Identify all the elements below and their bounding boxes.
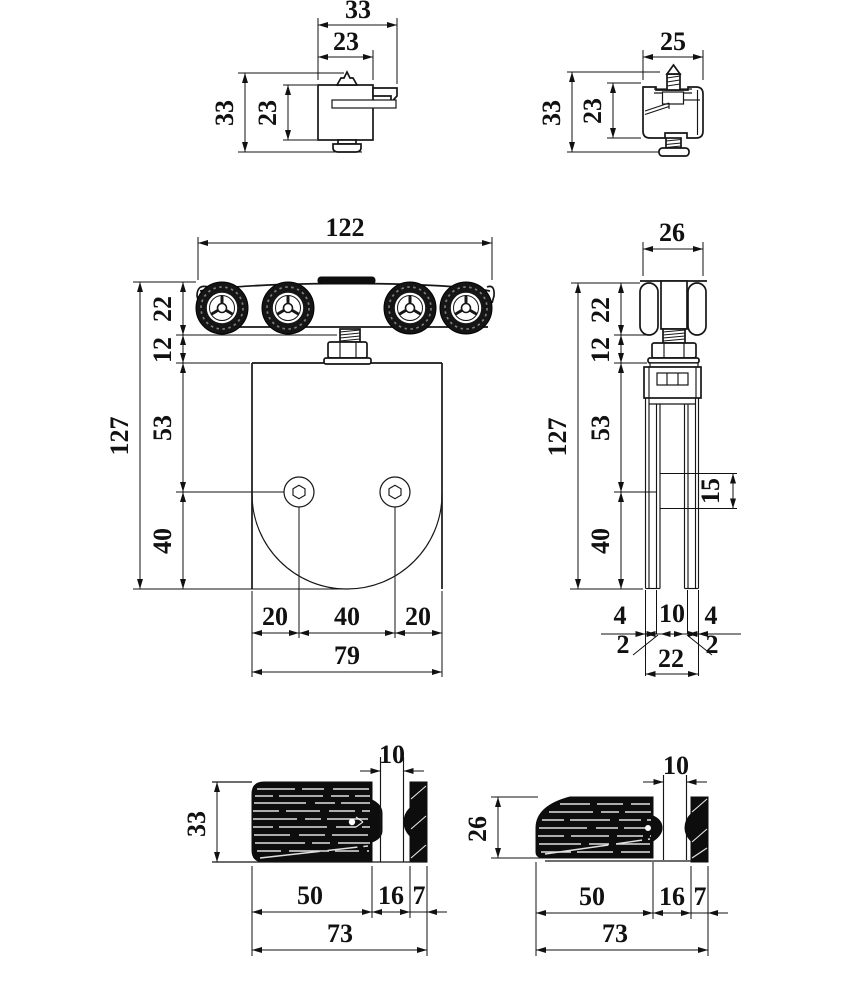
view-roller-front: 122 127 22 12 53 40 20 40 20 79 xyxy=(105,213,495,677)
dim-label: 33 xyxy=(210,100,239,126)
dim-label: 26 xyxy=(659,218,685,247)
stem-housing xyxy=(660,280,688,330)
mount-hole xyxy=(283,476,315,508)
dim-label: 50 xyxy=(579,882,605,911)
wheel-profile xyxy=(687,282,707,336)
dim-label: 33 xyxy=(345,0,371,24)
roller-front-part xyxy=(195,276,495,590)
dim-label: 22 xyxy=(586,297,615,323)
dim-label: 25 xyxy=(660,27,686,56)
dim-label: 127 xyxy=(105,417,134,456)
top-tab xyxy=(335,70,359,86)
dim-label: 127 xyxy=(543,418,572,457)
dim-label: 53 xyxy=(148,415,177,441)
dim-label: 79 xyxy=(334,641,360,670)
foot xyxy=(332,143,362,153)
dim-label: 23 xyxy=(578,98,607,124)
dim-label: 40 xyxy=(334,602,360,631)
dim-label: 33 xyxy=(537,100,566,126)
dim-label: 16 xyxy=(659,882,685,911)
dim-label: 7 xyxy=(413,881,426,910)
dim-label: 10 xyxy=(379,740,405,769)
dim-label: 2 xyxy=(617,630,630,659)
view-guide-front: 10 33 50 16 7 73 xyxy=(182,740,447,956)
view-guide-side: 10 26 50 16 7 73 xyxy=(463,751,728,956)
boss-screw-mark xyxy=(645,825,651,831)
dim-label: 10 xyxy=(659,599,685,628)
dim-label: 122 xyxy=(326,213,365,242)
nut-flange xyxy=(323,357,372,365)
guide-strip xyxy=(690,796,709,863)
dim-label: 40 xyxy=(148,528,177,554)
roller-wheel xyxy=(439,281,493,335)
adjust-nut xyxy=(661,91,685,105)
guide-boss xyxy=(652,815,663,842)
mount-hole xyxy=(379,476,411,508)
dim-label: 40 xyxy=(586,528,615,554)
dim-label: 20 xyxy=(262,602,288,631)
guide-boss xyxy=(371,799,383,843)
anti-jump-cap xyxy=(317,276,376,285)
dim-label: 4 xyxy=(705,601,718,630)
side-slot xyxy=(331,99,397,109)
roller-wheel xyxy=(195,281,249,335)
dim-label: 53 xyxy=(586,415,615,441)
bottom-screw-head xyxy=(658,147,690,157)
screw-tip xyxy=(665,63,682,75)
view-roller-side: 26 127 22 12 53 40 15 4 10 4 2 2 22 xyxy=(543,218,741,677)
roller-wheel xyxy=(261,281,315,335)
dim-label: 26 xyxy=(463,816,492,842)
view-hanger-end-right: 25 33 23 xyxy=(537,27,704,157)
roller-side-part xyxy=(639,280,707,590)
dim-label: 22 xyxy=(658,644,684,673)
clamp-bolt-head xyxy=(656,372,689,386)
dim-label: 22 xyxy=(148,296,177,322)
dim-label: 16 xyxy=(378,881,404,910)
roller-wheel xyxy=(383,281,437,335)
dim-label: 33 xyxy=(182,811,211,837)
dim-label: 23 xyxy=(253,100,282,126)
dim-label: 10 xyxy=(663,751,689,780)
dim-label: 2 xyxy=(706,630,719,659)
boss-screw-mark xyxy=(348,818,356,826)
dim-label: 23 xyxy=(333,27,359,56)
plate-arc xyxy=(251,493,443,590)
dim-label: 7 xyxy=(694,882,707,911)
hanger-end-right-part xyxy=(642,63,704,157)
strip-boss xyxy=(403,806,411,838)
strip-boss xyxy=(684,812,692,843)
dim-label: 4 xyxy=(614,601,627,630)
dim-label: 20 xyxy=(405,602,431,631)
guide-side-part xyxy=(535,775,709,863)
view-hanger-end-left: 33 23 33 23 xyxy=(210,0,398,153)
hanger-end-left-part xyxy=(317,70,398,153)
guide-front-part xyxy=(212,757,428,863)
roller-front-extensions xyxy=(133,237,493,677)
wheel-profile xyxy=(639,282,659,336)
hex-nut xyxy=(327,341,368,359)
dim-label: 15 xyxy=(696,478,725,504)
hex-nut xyxy=(651,342,697,359)
nut-flange xyxy=(647,357,700,364)
dim-label: 73 xyxy=(602,919,628,948)
dim-label: 73 xyxy=(327,919,353,948)
dim-label: 12 xyxy=(148,337,177,363)
dim-label: 50 xyxy=(297,881,323,910)
dim-label: 12 xyxy=(586,337,615,363)
